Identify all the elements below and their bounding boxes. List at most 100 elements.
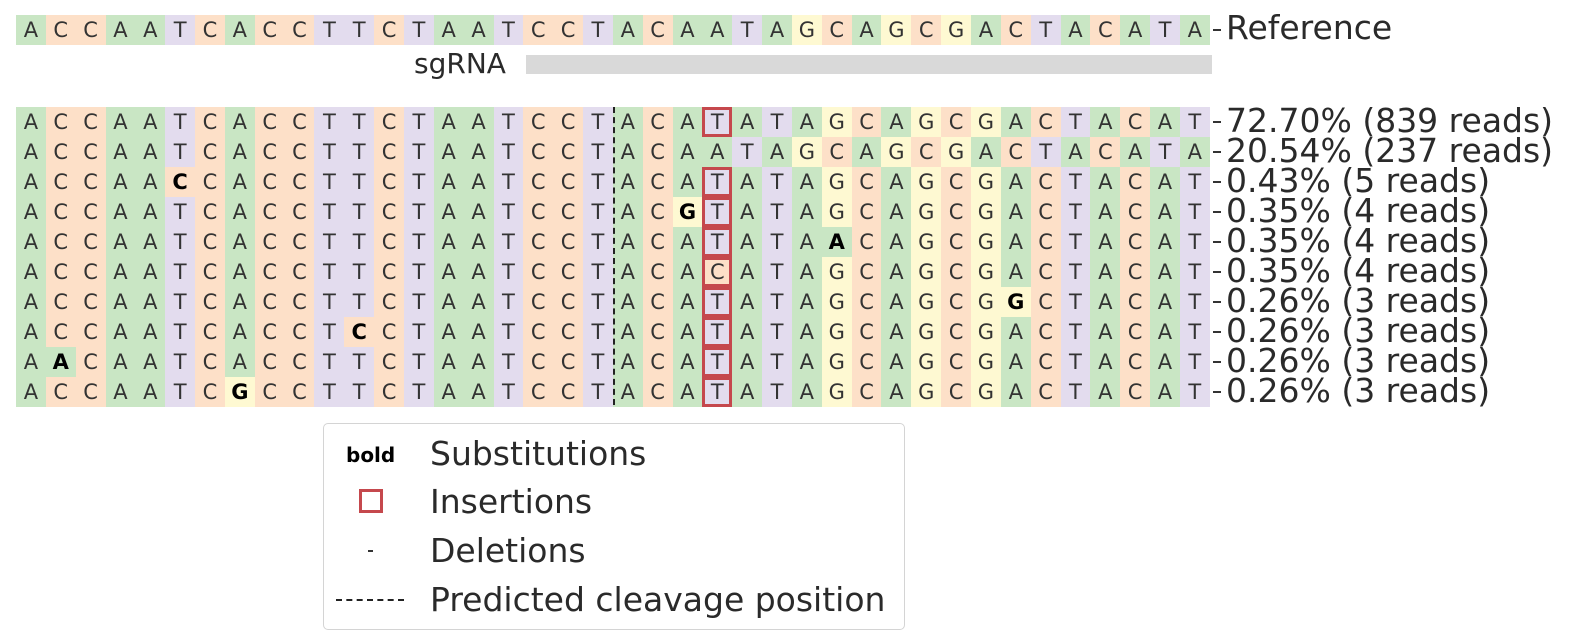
allele-base: A: [433, 287, 464, 317]
allele-base: C: [642, 197, 673, 227]
allele-base: A: [105, 137, 136, 167]
allele-base: C: [374, 227, 404, 257]
allele-base: A: [732, 167, 763, 197]
allele-base: T: [1179, 317, 1210, 347]
allele-base: T: [314, 137, 345, 167]
allele-base: T: [1179, 197, 1210, 227]
allele-base: A: [1120, 137, 1151, 167]
allele-base: C: [553, 347, 584, 377]
allele-base: C: [195, 347, 225, 377]
reference-base: T: [403, 15, 434, 45]
allele-base: A: [1150, 347, 1180, 377]
allele-base: G: [911, 317, 942, 347]
allele-base: T: [403, 377, 434, 407]
allele-base: C: [1120, 287, 1151, 317]
allele-base: C: [1030, 197, 1061, 227]
allele-base: C: [642, 137, 673, 167]
allele-base: C: [45, 257, 76, 287]
allele-base: A: [16, 167, 46, 197]
allele-base: C: [553, 317, 584, 347]
allele-base: T: [165, 227, 196, 257]
allele-base: A: [16, 137, 46, 167]
allele-base: C: [851, 227, 882, 257]
reference-base: A: [224, 15, 255, 45]
allele-base: C: [1120, 197, 1151, 227]
allele-base: C: [75, 227, 106, 257]
deletion-dash-icon: [368, 550, 373, 552]
allele-base: A: [612, 107, 643, 137]
reference-base: C: [75, 15, 106, 45]
allele-base: C: [1030, 257, 1061, 287]
allele-base: G: [971, 377, 1001, 407]
allele-base: A: [105, 257, 136, 287]
allele-base: C: [1120, 377, 1151, 407]
allele-base: C: [284, 137, 315, 167]
allele-base: T: [762, 317, 792, 347]
allele-base: A: [1150, 197, 1180, 227]
allele-base: C: [195, 167, 225, 197]
allele-base: A: [135, 287, 166, 317]
allele-base: A: [16, 107, 46, 137]
allele-base: C: [941, 227, 971, 257]
allele-base: A: [105, 377, 136, 407]
allele-base: C: [1120, 107, 1151, 137]
reference-base: A: [433, 15, 464, 45]
allele-base: C: [1030, 107, 1061, 137]
allele-base: G: [672, 197, 703, 227]
allele-base: A: [135, 347, 166, 377]
allele-base: C: [75, 107, 106, 137]
allele-base: T: [1179, 347, 1210, 377]
allele-base: A: [1090, 257, 1121, 287]
allele-base: C: [284, 227, 315, 257]
allele-base: T: [1179, 227, 1210, 257]
allele-base: A: [224, 197, 255, 227]
legend-cleavage-text: Predicted cleavage position: [430, 580, 886, 619]
allele-base: A: [612, 257, 643, 287]
reference-base: C: [911, 15, 942, 45]
allele-base: A: [881, 377, 912, 407]
reference-base: A: [612, 15, 643, 45]
allele-tick: [1213, 331, 1221, 333]
allele-base: G: [821, 167, 852, 197]
allele-base: C: [523, 347, 554, 377]
legend-substitutions: bold Substitutions: [324, 434, 904, 474]
cleavage-line-icon: [336, 599, 404, 601]
allele-base: A: [791, 287, 822, 317]
allele-base: C: [851, 257, 882, 287]
allele-base: A: [224, 257, 255, 287]
allele-base: T: [583, 377, 613, 407]
allele-base: C: [642, 377, 673, 407]
allele-base: A: [612, 377, 643, 407]
allele-base: A: [433, 227, 464, 257]
allele-base: A: [791, 377, 822, 407]
allele-base: G: [1000, 287, 1031, 317]
allele-base: A: [433, 197, 464, 227]
allele-base: A: [1060, 137, 1091, 167]
allele-base: G: [821, 197, 852, 227]
allele-base: A: [1000, 107, 1031, 137]
allele-base: A: [463, 107, 494, 137]
predicted-cleavage-line: [613, 107, 615, 405]
allele-base: C: [553, 287, 584, 317]
allele-base: T: [344, 347, 375, 377]
allele-base: C: [1120, 257, 1151, 287]
allele-base: A: [463, 317, 494, 347]
allele-base: G: [911, 257, 942, 287]
reference-base: A: [135, 15, 166, 45]
allele-base: C: [642, 257, 673, 287]
allele-base: C: [523, 287, 554, 317]
allele-base: C: [851, 317, 882, 347]
allele-base: C: [553, 377, 584, 407]
allele-base: T: [493, 107, 524, 137]
allele-base: C: [1120, 227, 1151, 257]
allele-base: T: [583, 167, 613, 197]
allele-base: T: [403, 317, 434, 347]
allele-base: A: [135, 377, 166, 407]
allele-frequency-label: 0.26% (3 reads): [1226, 281, 1491, 320]
allele-base: A: [1000, 347, 1031, 377]
